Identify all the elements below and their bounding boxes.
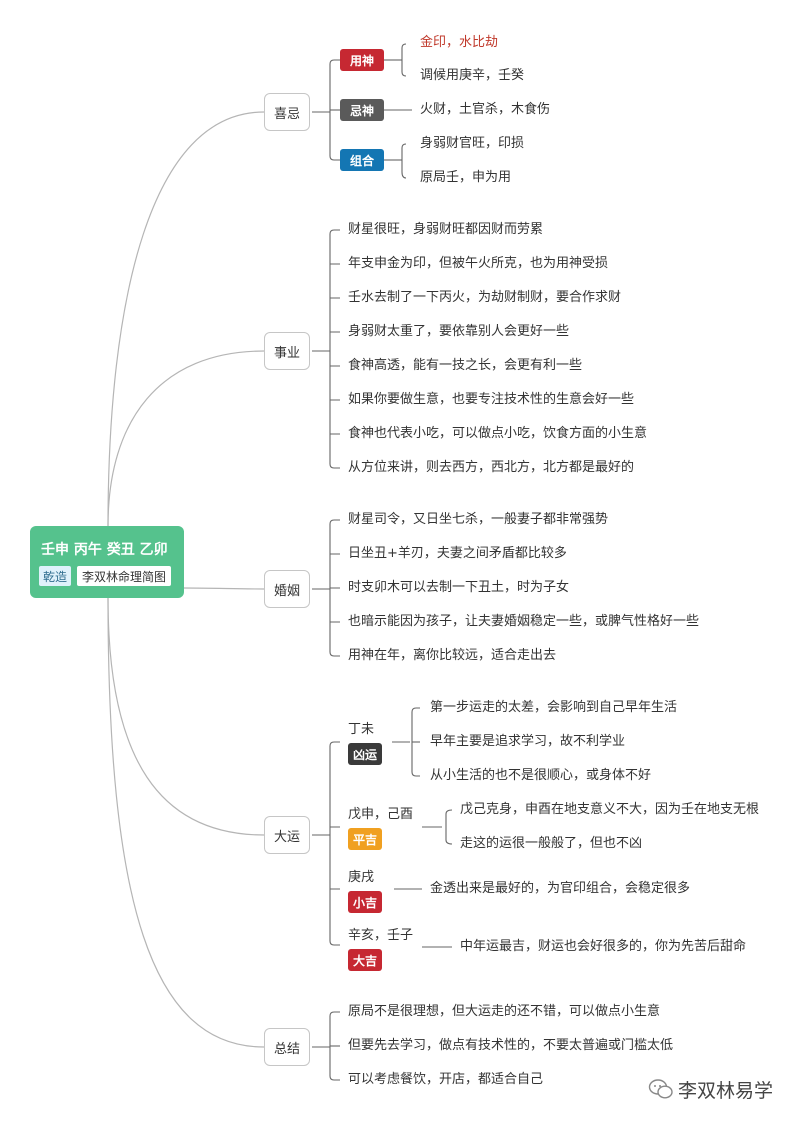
root-tag-brand: 李双林命理简图 (77, 566, 172, 586)
section-zongjie[interactable]: 总结 (264, 1028, 310, 1066)
tag-xiaoji[interactable]: 小吉 (348, 891, 382, 913)
root-node[interactable]: 壬申 丙午 癸丑 乙卯 乾造 李双林命理简图 (30, 526, 184, 598)
root-tag-qianzao: 乾造 (39, 566, 72, 586)
tag-xiongyun[interactable]: 凶运 (348, 743, 382, 765)
hunyin-item: 也暗示能因为孩子，让夫妻婚姻稳定一些，或脾气性格好一些 (348, 614, 700, 629)
hunyin-item: 日坐丑+羊刃，夫妻之间矛盾都比较多 (348, 546, 567, 561)
zuhe-item: 身弱财官旺，印损 (420, 136, 525, 151)
dayun-item: 第一步运走的太差，会影响到自己早年生活 (430, 700, 678, 715)
shiye-item: 食神高透，能有一技之长，会更有利一些 (348, 358, 583, 373)
hunyin-item: 时支卯木可以去制一下丑土，时为子女 (348, 580, 570, 595)
shiye-item: 身弱财太重了，要依靠别人会更好一些 (348, 324, 570, 339)
dayun-item: 中年运最吉，财运也会好很多的，你为先苦后甜命 (460, 939, 747, 954)
tag-zuhe[interactable]: 组合 (340, 149, 384, 171)
dayun-group-name: 辛亥，壬子 (348, 928, 414, 943)
yongshen-item: 金印，水比劫 (420, 35, 499, 50)
shiye-item: 从方位来讲，则去西方，西北方，北方都是最好的 (348, 460, 635, 475)
hunyin-item: 用神在年，离你比较远，适合走出去 (348, 648, 557, 663)
dayun-item: 走这的运很一般般了，但也不凶 (460, 836, 643, 851)
zongjie-item: 可以考虑餐饮，开店，都适合自己 (348, 1072, 544, 1087)
section-shiye[interactable]: 事业 (264, 332, 310, 370)
dayun-item: 从小生活的也不是很顺心，或身体不好 (430, 768, 652, 783)
section-xiji[interactable]: 喜忌 (264, 93, 310, 131)
yongshen-item: 调候用庚辛，壬癸 (420, 68, 525, 83)
dayun-item: 金透出来是最好的，为官印组合，会稳定很多 (430, 881, 691, 896)
wechat-icon (648, 1079, 673, 1099)
hunyin-item: 财星司令，又日坐七杀，一般妻子都非常强势 (348, 512, 609, 527)
tag-pingji[interactable]: 平吉 (348, 828, 382, 850)
jishen-item: 火财，土官杀，木食伤 (420, 102, 551, 117)
section-hunyin[interactable]: 婚姻 (264, 570, 310, 608)
shiye-item: 如果你要做生意，也要专注技术性的生意会好一些 (348, 392, 635, 407)
dayun-group-name: 戊申，己酉 (348, 807, 414, 822)
shiye-item: 年支申金为印，但被午火所克，也为用神受损 (348, 256, 609, 271)
dayun-group-name: 丁未 (348, 722, 375, 737)
dayun-item: 早年主要是追求学习，故不利学业 (430, 734, 626, 749)
tag-daji[interactable]: 大吉 (348, 949, 382, 971)
section-dayun[interactable]: 大运 (264, 816, 310, 854)
dayun-item: 戊己克身，申酉在地支意义不大，因为壬在地支无根 (460, 802, 760, 817)
shiye-item: 壬水去制了一下丙火，为劫财制财，要合作求财 (348, 290, 622, 305)
zongjie-item: 但要先去学习，做点有技术性的，不要太普遍或门槛太低 (348, 1038, 674, 1053)
tag-yongshen[interactable]: 用神 (340, 49, 384, 71)
watermark-text: 李双林易学 (678, 1080, 774, 1102)
tag-jishen[interactable]: 忌神 (340, 99, 384, 121)
shiye-item: 食神也代表小吃，可以做点小吃，饮食方面的小生意 (348, 426, 648, 441)
zongjie-item: 原局不是很理想，但大运走的还不错，可以做点小生意 (348, 1004, 661, 1019)
dayun-group-name: 庚戌 (348, 870, 375, 885)
root-title: 壬申 丙午 癸丑 乙卯 (41, 542, 168, 558)
zuhe-item: 原局壬，申为用 (420, 170, 512, 185)
shiye-item: 财星很旺，身弱财旺都因财而劳累 (348, 222, 544, 237)
